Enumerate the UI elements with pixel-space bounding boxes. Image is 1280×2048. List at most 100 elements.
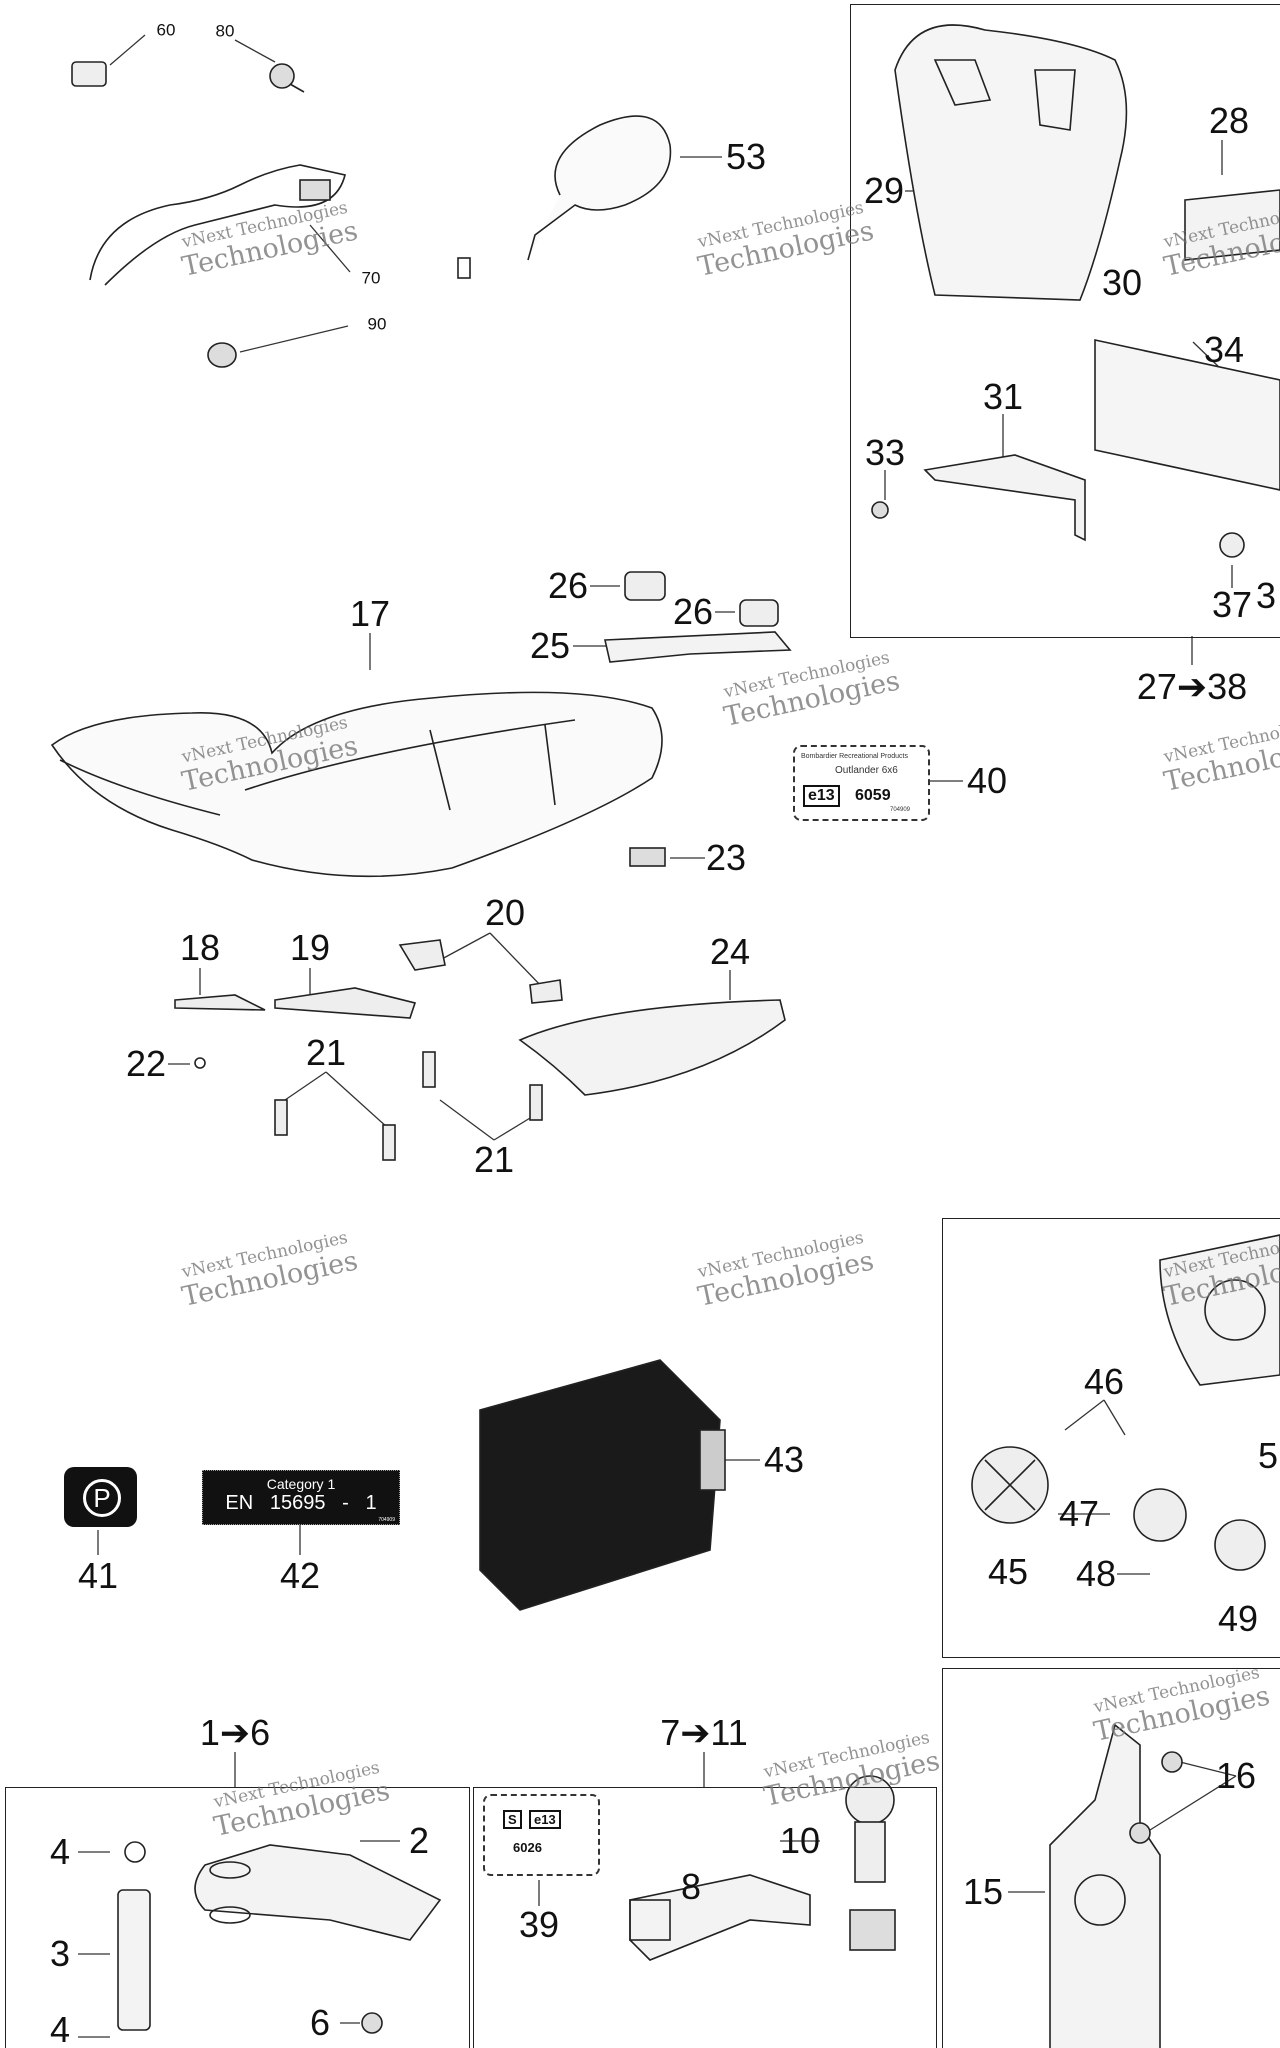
callout-23[interactable]: 23: [705, 837, 747, 878]
callout-5-partial[interactable]: 5: [1257, 1435, 1279, 1476]
callout-15[interactable]: 15: [962, 1871, 1004, 1912]
callout-43[interactable]: 43: [763, 1439, 805, 1480]
callout-18[interactable]: 18: [179, 927, 221, 968]
decal-42: Category 1 EN 15695 - 1 704909: [202, 1470, 400, 1525]
callout-3-partial[interactable]: 3: [1255, 575, 1277, 616]
callout-40[interactable]: 40: [966, 760, 1008, 801]
part-90: [207, 342, 237, 368]
part-4-clip: [124, 1841, 146, 1863]
callout-22[interactable]: 22: [125, 1043, 167, 1084]
part-80: [269, 63, 305, 93]
callout-2[interactable]: 2: [408, 1820, 430, 1861]
callout-19[interactable]: 19: [289, 927, 331, 968]
callout-4[interactable]: 4: [49, 1831, 71, 1872]
callout-21[interactable]: 21: [305, 1032, 347, 1073]
part-19: [274, 987, 417, 1019]
callout-6[interactable]: 6: [309, 2002, 331, 2043]
part-70-harness: [89, 164, 346, 286]
callout-29[interactable]: 29: [863, 170, 905, 211]
callout-21[interactable]: 21: [473, 1139, 515, 1180]
part-2-hitch: [194, 1844, 442, 1941]
decal-39-e13: e13: [529, 1810, 561, 1829]
callout-31[interactable]: 31: [982, 376, 1024, 417]
part-17-seat: [50, 691, 663, 878]
callout-46[interactable]: 46: [1083, 1361, 1125, 1402]
part-60: [71, 61, 107, 87]
callout-kit-1-6[interactable]: 1➔6: [199, 1712, 271, 1753]
decal-40-line1: Bombardier Recreational Products: [801, 753, 908, 760]
part-53-mirror: [457, 115, 672, 279]
part-45-lamp: [971, 1446, 1049, 1524]
callout-25[interactable]: 25: [529, 625, 571, 666]
callout-45[interactable]: 45: [987, 1551, 1029, 1592]
kit-box-27-38: [850, 4, 1280, 638]
callout-17[interactable]: 17: [349, 593, 391, 634]
callout-28[interactable]: 28: [1208, 100, 1250, 141]
callout-53[interactable]: 53: [725, 136, 767, 177]
callout-47[interactable]: 47: [1058, 1493, 1100, 1534]
part-34-plate: [1094, 339, 1280, 491]
part-6-nut: [361, 2012, 383, 2034]
decal-40-line2: Outlander 6x6: [835, 765, 898, 776]
decal-39: S e13 6026: [483, 1794, 600, 1876]
decal-41-parking-brake: P: [64, 1467, 137, 1527]
callout-39[interactable]: 39: [518, 1904, 560, 1945]
kit-box-1-6: [5, 1787, 470, 2048]
callout-37[interactable]: 37: [1211, 584, 1253, 625]
decal-40-e13: e13: [803, 785, 840, 807]
part-26: [624, 571, 779, 627]
decal-40: Bombardier Recreational Products Outland…: [793, 745, 930, 821]
callout-90[interactable]: 90: [367, 314, 387, 334]
callout-48[interactable]: 48: [1075, 1553, 1117, 1594]
decal-42-line1: Category 1: [266, 1476, 336, 1492]
part-28-bracket: [1184, 189, 1280, 261]
decal-42-line2: EN 15695 - 1: [225, 1492, 377, 1514]
callout-10[interactable]: 10: [779, 1820, 821, 1861]
part-bracket-top: [1159, 1234, 1280, 1386]
callout-41[interactable]: 41: [77, 1555, 119, 1596]
decal-42-small: 704909: [378, 1517, 395, 1523]
callout-30[interactable]: 30: [1101, 262, 1143, 303]
part-31-bracket: [923, 454, 1086, 542]
callout-20[interactable]: 20: [484, 892, 526, 933]
callout-8[interactable]: 8: [680, 1866, 702, 1907]
callout-16[interactable]: 16: [1215, 1755, 1257, 1796]
callout-60[interactable]: 60: [156, 20, 176, 40]
callout-70[interactable]: 70: [361, 268, 381, 288]
decal-40-code: 6059: [855, 787, 891, 804]
callout-kit-7-11[interactable]: 7➔11: [660, 1712, 748, 1753]
kit-box-45-49: [942, 1218, 1280, 1658]
callout-42[interactable]: 42: [279, 1555, 321, 1596]
part-33-bolt: [871, 501, 889, 519]
part-37: [1219, 532, 1245, 558]
part-23: [629, 847, 666, 867]
part-49: [1214, 1519, 1266, 1571]
part-21-spacers: [274, 1051, 543, 1161]
part-29-backrest: [894, 24, 1128, 301]
part-3-pin: [117, 1889, 151, 2031]
parking-p-icon: P: [83, 1479, 121, 1517]
part-8-receiver: [629, 1874, 811, 1961]
callout-3[interactable]: 3: [49, 1933, 71, 1974]
kit-box-15-16: [942, 1668, 1280, 2048]
part-25-bracket: [604, 631, 792, 663]
callout-4[interactable]: 4: [49, 2009, 71, 2048]
part-decal-small: [849, 1909, 896, 1951]
part-10-ball: [845, 1775, 895, 1883]
callout-34[interactable]: 34: [1203, 329, 1245, 370]
callout-49[interactable]: 49: [1217, 1598, 1259, 1639]
part-16-nuts: [1129, 1751, 1183, 1844]
callout-80[interactable]: 80: [215, 21, 235, 41]
callout-24[interactable]: 24: [709, 931, 751, 972]
callout-33[interactable]: 33: [864, 432, 906, 473]
callout-kit-27-38[interactable]: 27➔38: [1136, 666, 1248, 707]
decal-39-code: 6026: [513, 1840, 542, 1855]
callout-26[interactable]: 26: [672, 591, 714, 632]
leader-lines: [78, 34, 1237, 2038]
part-24-shield: [518, 999, 786, 1096]
part-22: [194, 1057, 206, 1069]
callout-26[interactable]: 26: [547, 565, 589, 606]
part-47: [1133, 1488, 1187, 1542]
